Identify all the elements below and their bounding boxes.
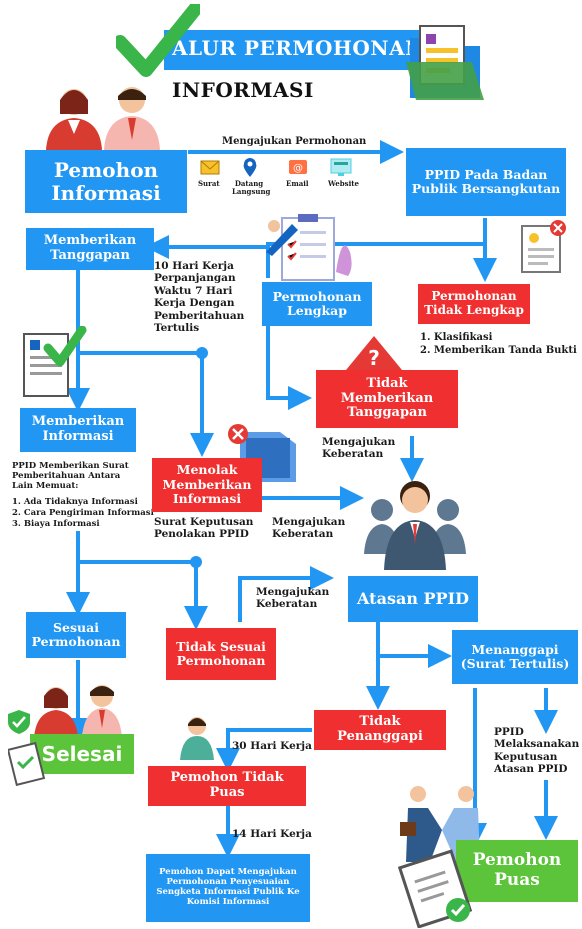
label-14-hari: 14 Hari Kerja xyxy=(232,828,312,840)
node-pemohon-tidak-puas: Pemohon Tidak Puas xyxy=(148,766,306,806)
node-tidak-memberikan-tanggapan: Tidak Memberikan Tanggapan xyxy=(316,370,458,428)
person-icon xyxy=(34,685,122,738)
label-klasifikasi: 1. Klasifikasi xyxy=(420,332,493,343)
document-check-icon xyxy=(23,326,87,397)
node-permohonan-lengkap: Permohonan Lengkap xyxy=(262,282,372,326)
person-icon xyxy=(180,717,214,760)
question-icon: ? xyxy=(346,336,402,370)
label-mengajukan-permohonan: Mengajukan Permohonan xyxy=(222,136,367,147)
node-menanggapi: Menanggapi (Surat Tertulis) xyxy=(452,630,578,684)
label-keberatan-3: Mengajukan Keberatan xyxy=(256,586,330,611)
email-icon: @ xyxy=(289,160,307,174)
channel-email: Email xyxy=(286,179,309,188)
folder-document-icon xyxy=(406,25,484,100)
envelope-icon xyxy=(200,160,220,175)
label-surat-item-2: 2. Cara Pengiriman Informasi xyxy=(12,508,154,518)
svg-text:?: ? xyxy=(368,346,380,370)
label-surat-intro: PPID Memberikan Surat Pemberitahuan Anta… xyxy=(12,461,129,491)
label-surat-keputusan: Surat Keputusan Penolakan PPID xyxy=(154,516,254,541)
node-memberikan-informasi: Memberikan Informasi xyxy=(20,408,136,452)
node-atasan-ppid: Atasan PPID xyxy=(348,576,478,622)
channel-datang-langsung: Datang Langsung xyxy=(232,179,271,197)
location-pin-icon xyxy=(243,158,257,177)
label-keberatan-1: Mengajukan Keberatan xyxy=(322,436,396,461)
label-perpanjangan: 10 Hari Kerja Perpanjangan Waktu 7 Hari … xyxy=(154,260,245,334)
node-tidak-sesuai-permohonan: Tidak Sesuai Permohonan xyxy=(166,628,276,680)
person-icon xyxy=(46,87,160,150)
clipboard-icon xyxy=(281,214,352,281)
label-30-hari: 30 Hari Kerja xyxy=(232,740,312,752)
node-tidak-penanggapi: Tidak Penanggapi xyxy=(314,710,446,750)
node-memberikan-tanggapan: Memberikan Tanggapan xyxy=(26,228,154,270)
svg-text:@: @ xyxy=(293,163,303,174)
node-selesai: Selesai xyxy=(30,734,134,774)
website-icon xyxy=(330,158,352,176)
channel-list: @ Surat Datang Langsung Email Website xyxy=(196,158,366,198)
label-surat-item-3: 3. Biaya Informasi xyxy=(12,519,100,529)
pencil-icon xyxy=(266,220,298,256)
node-pemohon-puas: Pemohon Puas xyxy=(456,840,578,902)
clipboard-icon xyxy=(8,741,46,786)
title-line-1: ALUR PERMOHONAN xyxy=(172,36,424,60)
channel-website: Website xyxy=(328,179,359,188)
label-melaksanakan: PPID Melaksanakan Keputusan Atasan PPID xyxy=(494,726,580,776)
node-pemohon-informasi: Pemohon Informasi xyxy=(25,150,187,213)
node-komisi-informasi: Pemohon Dapat Mengajukan Permohonan Peny… xyxy=(146,854,310,922)
group-icon xyxy=(364,481,466,570)
node-menolak-memberikan-informasi: Menolak Memberikan Informasi xyxy=(152,458,262,512)
node-permohonan-tidak-lengkap: Permohonan Tidak Lengkap xyxy=(418,284,530,324)
clipboard-icon xyxy=(398,849,473,928)
document-reject-icon xyxy=(521,220,566,273)
label-tanda-bukti: 2. Memberikan Tanda Bukti xyxy=(420,345,577,356)
title-banner xyxy=(164,30,429,70)
label-surat-item-1: 1. Ada Tidaknya Informasi xyxy=(12,497,138,507)
checkmark-icon xyxy=(116,4,200,77)
shield-check-icon xyxy=(8,710,30,734)
label-keberatan-2: Mengajukan Keberatan xyxy=(272,516,346,541)
channel-surat: Surat xyxy=(198,179,220,188)
node-sesuai-permohonan: Sesuai Permohonan xyxy=(26,612,126,658)
title-line-2: INFORMASI xyxy=(172,78,314,102)
node-ppid-badan-publik: PPID Pada Badan Publik Bersangkutan xyxy=(406,148,566,216)
